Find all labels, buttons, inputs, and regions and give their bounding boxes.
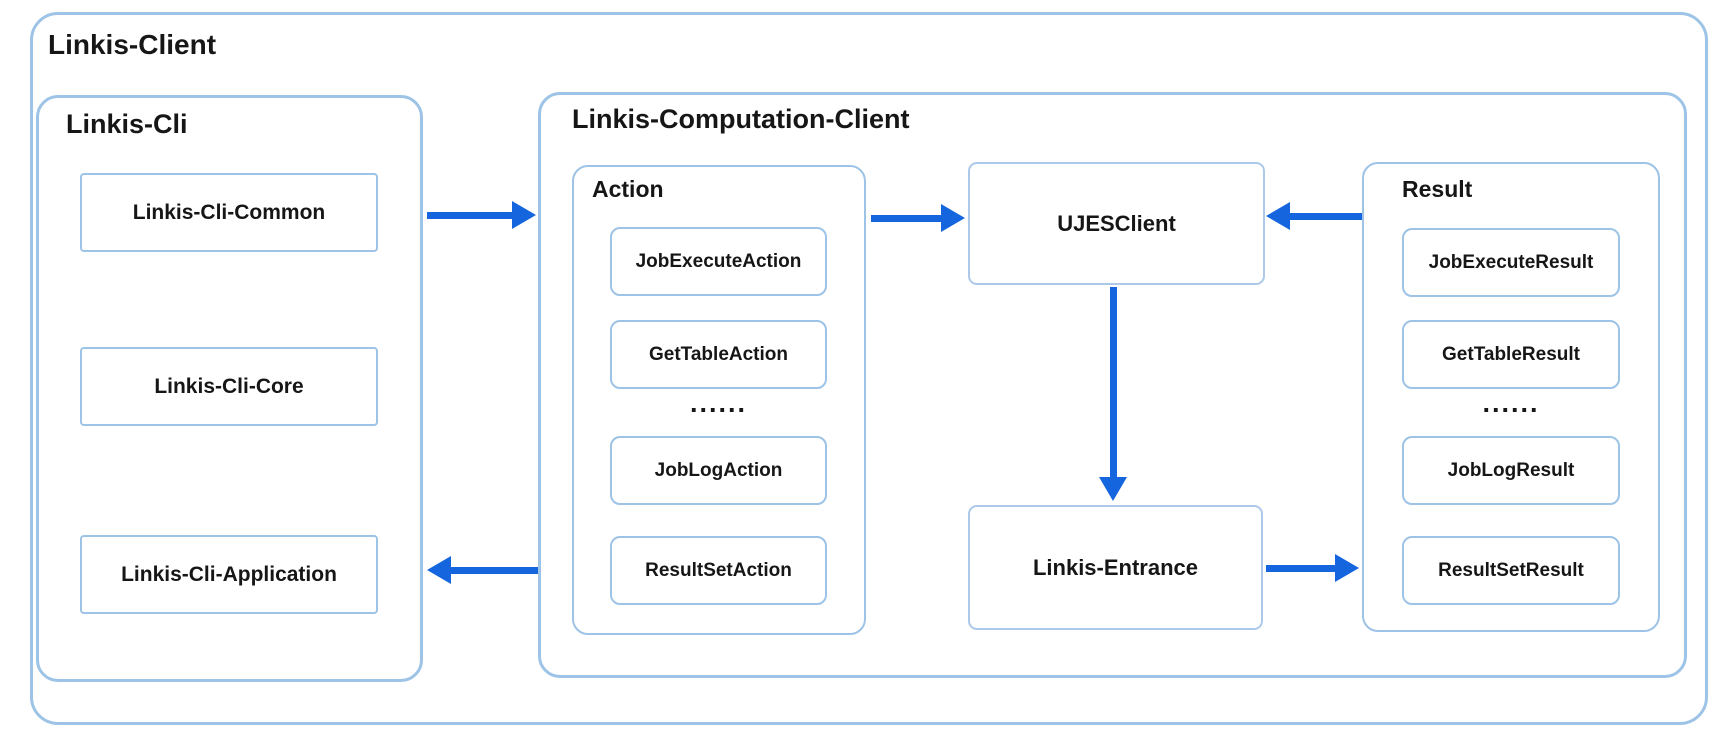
arrow-line	[427, 212, 515, 219]
node-get-table-action: GetTableAction	[610, 320, 827, 389]
linkis-cli-title: Linkis-Cli	[66, 109, 188, 139]
node-ujes-client: UJESClient	[968, 162, 1265, 285]
node-result-set-result: ResultSetResult	[1402, 536, 1620, 605]
node-get-table-result: GetTableResult	[1402, 320, 1620, 389]
node-job-execute-action: JobExecuteAction	[610, 227, 827, 296]
action-ellipsis: ......	[689, 388, 747, 418]
arrow-head-left-icon	[1266, 202, 1290, 230]
node-job-log-result: JobLogResult	[1402, 436, 1620, 505]
arrow-line	[450, 567, 538, 574]
node-linkis-cli-application: Linkis-Cli-Application	[80, 535, 378, 614]
linkis-client-title: Linkis-Client	[48, 29, 217, 60]
node-linkis-cli-core: Linkis-Cli-Core	[80, 347, 378, 426]
arrow-head-left-icon	[427, 556, 451, 584]
arrow-line	[1110, 287, 1117, 477]
node-linkis-entrance: Linkis-Entrance	[968, 505, 1263, 630]
node-linkis-cli-common: Linkis-Cli-Common	[80, 173, 378, 252]
linkis-computation-client-title: Linkis-Computation-Client	[572, 104, 910, 134]
action-title: Action	[592, 176, 664, 202]
result-title: Result	[1402, 176, 1473, 202]
node-job-log-action: JobLogAction	[610, 436, 827, 505]
node-result-set-action: ResultSetAction	[610, 536, 827, 605]
arrow-head-right-icon	[512, 201, 536, 229]
result-ellipsis: ......	[1482, 388, 1540, 418]
arrow-head-right-icon	[941, 204, 965, 232]
node-job-execute-result: JobExecuteResult	[1402, 228, 1620, 297]
arrow-line	[1266, 565, 1337, 572]
arrow-line	[871, 215, 943, 222]
arrow-head-right-icon	[1335, 554, 1359, 582]
arrow-line	[1289, 213, 1362, 220]
arrow-head-down-icon	[1099, 477, 1127, 501]
